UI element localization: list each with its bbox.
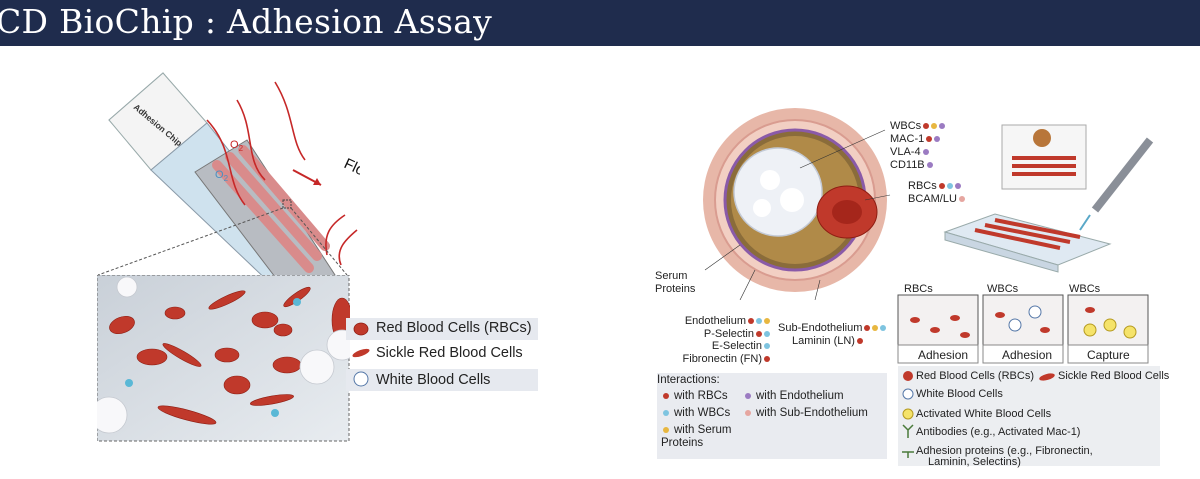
wbc-cell xyxy=(733,147,823,237)
panel-3-bottom: Capture xyxy=(1087,348,1130,362)
right-legend-wbc: White Blood Cells xyxy=(916,388,1003,400)
panel-1-bottom: Adhesion xyxy=(918,348,969,362)
legend-sickle-label: Sickle Red Blood Cells xyxy=(376,345,523,361)
right-legend-adhesion-proteins-2: Laminin, Selectins) xyxy=(928,456,1021,468)
wbc-icon xyxy=(353,371,369,387)
interaction-wbcs: with WBCs xyxy=(661,407,730,419)
serum-proteins-label: Serum Proteins xyxy=(655,270,696,295)
right-legend-antibodies: Antibodies (e.g., Activated Mac-1) xyxy=(916,426,1081,438)
adhesion-protein-icon xyxy=(902,451,914,458)
vessel-cross-section xyxy=(703,108,891,300)
legend-wbc-row xyxy=(346,369,538,391)
sickle-cell-icon xyxy=(1039,373,1055,381)
title-bar: CD BioChip : Adhesion Assay xyxy=(0,0,1200,46)
right-legend: Red Blood Cells (RBCs) Sickle Red Blood … xyxy=(898,366,1169,468)
assay-panels xyxy=(897,294,1149,364)
antibody-icon xyxy=(902,424,914,438)
legend-rbc-row xyxy=(346,318,538,340)
endothelium-labels: Endothelium P-Selectin E-Selectin Fibron… xyxy=(670,315,770,365)
rbc-icon xyxy=(353,322,369,336)
right-legend-sickle: Sickle Red Blood Cells xyxy=(1058,370,1170,382)
adhesion-chip-illustration: Adhesion Chip O2 O2 Flow xyxy=(97,72,360,306)
microfluidic-chip-device xyxy=(943,124,1154,273)
rbcs-labels: RBCs BCAM/LU xyxy=(908,180,965,206)
interaction-endothelium: with Endothelium xyxy=(743,390,844,402)
interaction-serum: with Serum Proteins xyxy=(661,424,732,449)
legend-wbc-label: White Blood Cells xyxy=(376,372,491,388)
right-legend-rbc: Red Blood Cells (RBCs) xyxy=(916,370,1034,382)
interaction-sub-endothelium: with Sub-Endothelium xyxy=(743,407,868,419)
left-legend-icons xyxy=(352,322,370,387)
right-legend-activated: Activated White Blood Cells xyxy=(916,408,1052,420)
panel-1-top: RBCs xyxy=(904,283,933,295)
flow-label: Flow xyxy=(341,155,360,184)
sickle-cell-icon xyxy=(352,348,370,358)
panel-2-bottom: Adhesion xyxy=(1002,348,1053,362)
right-legend-icons xyxy=(902,371,914,458)
legend-rbc-label: Red Blood Cells (RBCs) xyxy=(376,320,532,336)
interactions-legend: Interactions: with RBCs with Endothelium… xyxy=(657,373,887,459)
wbcs-labels: WBCs MAC-1 VLA-4 CD11B xyxy=(890,120,946,172)
wbc-icon xyxy=(902,388,914,400)
cells-zoom-view xyxy=(97,275,350,442)
interactions-title: Interactions: xyxy=(657,374,720,386)
o2-label-red: O2 xyxy=(230,139,244,153)
panel-2-top: WBCs xyxy=(987,283,1019,295)
sub-endothelium-labels: Sub-Endothelium Laminin (LN) xyxy=(778,322,887,348)
right-legend-adhesion-proteins-1: Adhesion proteins (e.g., Fibronectin, xyxy=(916,445,1093,457)
page-title: CD BioChip : Adhesion Assay xyxy=(0,2,493,41)
interaction-rbcs: with RBCs xyxy=(661,390,728,402)
panel-3-top: WBCs xyxy=(1069,283,1101,295)
activated-wbc-icon xyxy=(902,408,914,420)
o2-label-blue: O2 xyxy=(215,169,229,183)
rbc-icon xyxy=(903,371,913,381)
